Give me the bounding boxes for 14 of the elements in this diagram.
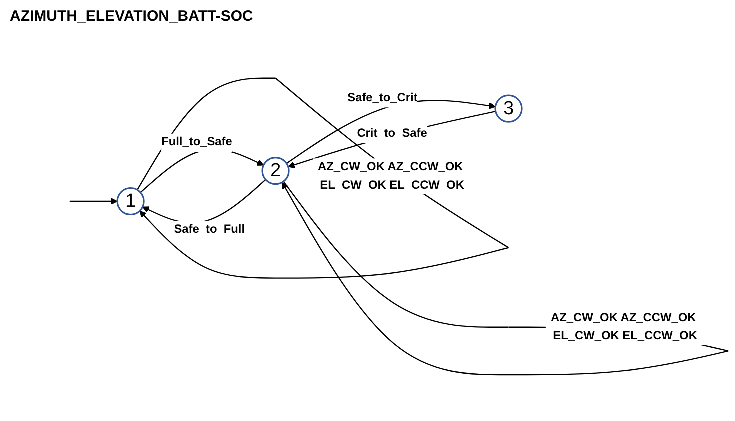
edge-label: Crit_to_Safe <box>357 126 428 140</box>
arrow <box>137 78 510 279</box>
edge-label: Safe_to_Crit <box>348 90 418 104</box>
node-circle: 2 <box>262 156 290 185</box>
edge-label: Safe_to_Full <box>174 222 246 236</box>
arrow <box>70 198 118 205</box>
diagram-title: AZIMUTH_ELEVATION_BATT-SOC <box>10 8 254 25</box>
node-circle: 3 <box>494 94 523 123</box>
arrow <box>288 110 496 168</box>
edge-label: AZ_CW_OK AZ_CCW_OK EL_CW_OK EL_CCW_OK <box>551 310 698 342</box>
node-circle: 1 <box>116 187 145 216</box>
edge-label: Full_to_Safe <box>162 135 232 149</box>
arrow <box>286 100 496 164</box>
edge-label: AZ_CW_OK AZ_CCW_OK EL_CW_OK EL_CCW_OK <box>318 160 464 192</box>
